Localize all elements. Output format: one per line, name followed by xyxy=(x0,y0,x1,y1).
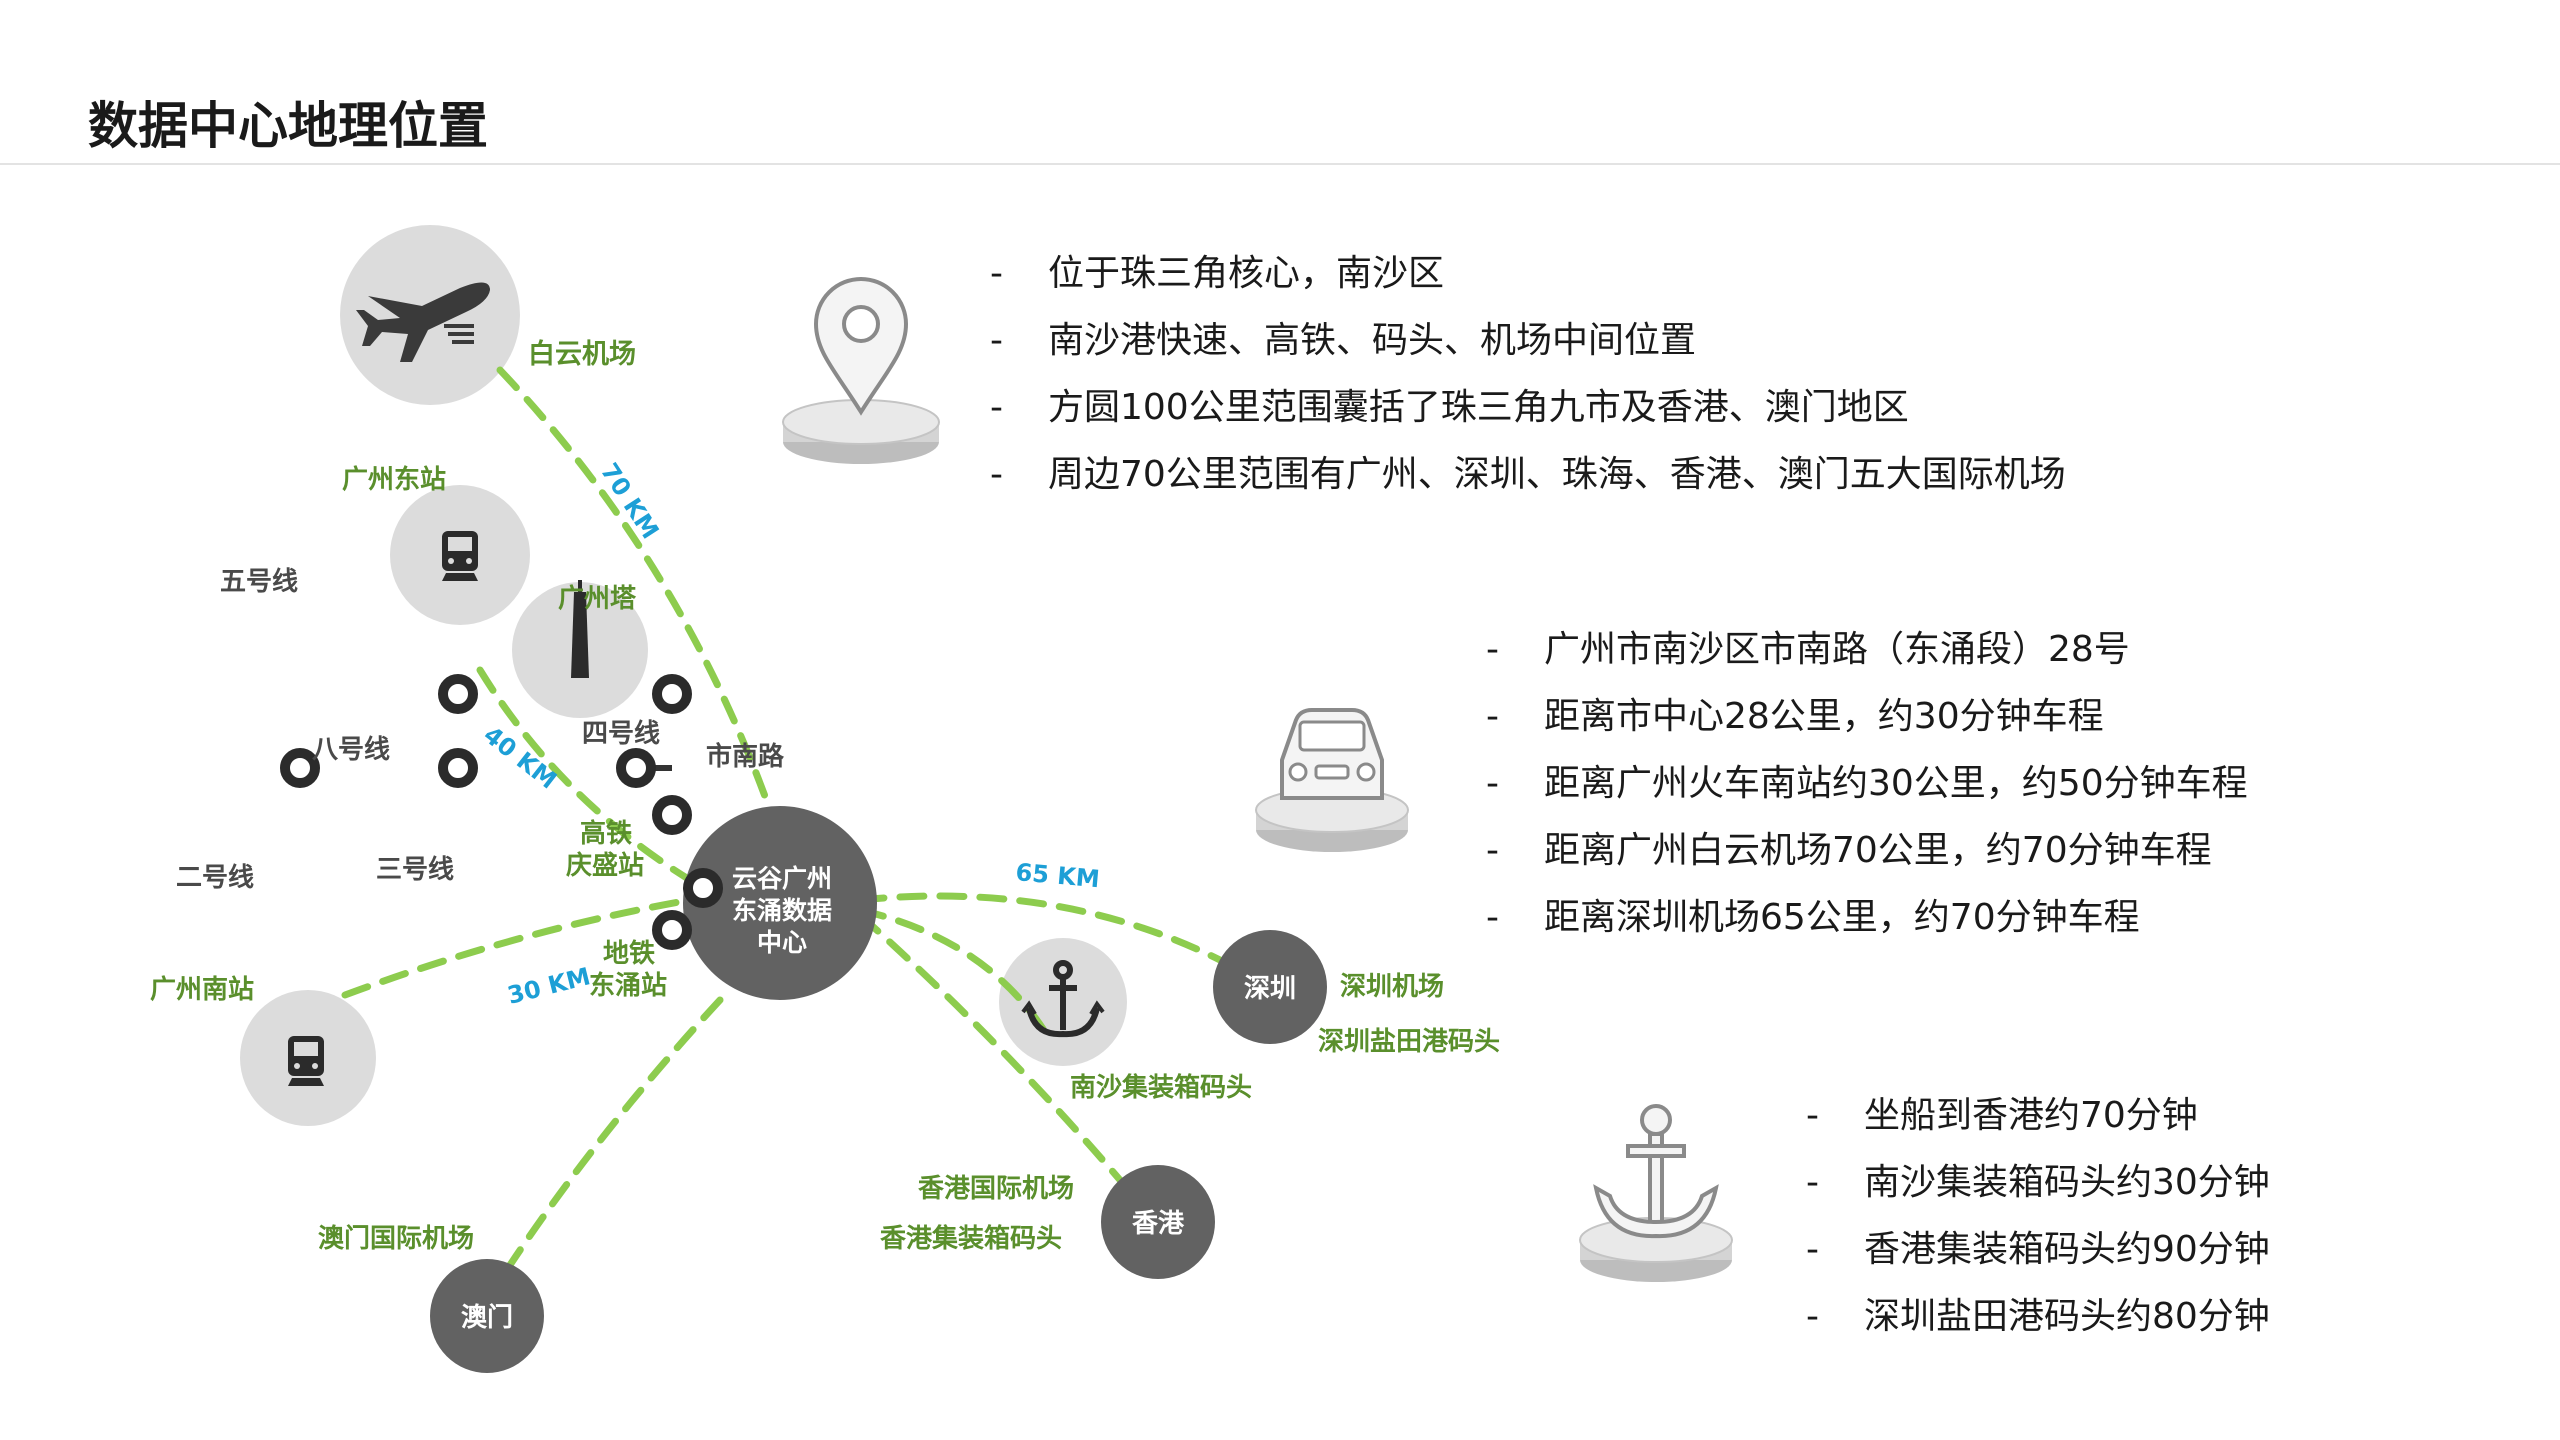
hsr-station-label: 庆盛站 xyxy=(566,850,644,881)
route-macau xyxy=(506,996,724,1269)
list-item: -周边70公里范围有广州、深圳、珠海、香港、澳门五大国际机场 xyxy=(990,454,2066,495)
center-label: 东涌数据 xyxy=(732,896,832,925)
station-node xyxy=(438,674,478,714)
route-hongkong xyxy=(856,911,1124,1184)
list-item: -距离广州火车南站约30公里，约50分钟车程 xyxy=(1486,763,2248,804)
hk-port-label: 香港集装箱码头 xyxy=(880,1223,1062,1254)
line-4-label: 四号线 xyxy=(582,719,660,749)
line-5-label: 五号线 xyxy=(220,567,298,597)
distance-40km: 40 KM xyxy=(478,721,562,795)
canton-tower-label: 广州塔 xyxy=(558,584,637,614)
list-item: -距离深圳机场65公里，约70分钟车程 xyxy=(1486,897,2140,938)
station-node xyxy=(652,674,692,714)
station-node xyxy=(616,748,656,788)
location-bullets: -位于珠三角核心，南沙区 -南沙港快速、高铁、码头、机场中间位置 -方圆100公… xyxy=(990,240,2066,508)
list-item: -距离广州白云机场70公里，约70分钟车程 xyxy=(1486,830,2212,871)
shenzhen-airport-label: 深圳机场 xyxy=(1340,972,1444,1002)
guangzhou-south-label: 广州南站 xyxy=(150,975,254,1005)
port-bullets: -坐船到香港约70分钟 -南沙集装箱码头约30分钟 -香港集装箱码头约90分钟 … xyxy=(1806,1082,2270,1350)
list-item: -香港集装箱码头约90分钟 xyxy=(1806,1229,2270,1270)
list-item: -广州市南沙区市南路（东涌段）28号 xyxy=(1486,629,2130,670)
station-node xyxy=(438,748,478,788)
route-airport xyxy=(496,366,774,814)
route-shenzhen xyxy=(856,892,1224,964)
datacenter-circle xyxy=(683,806,877,1000)
airplane-icon xyxy=(356,282,490,362)
station-node xyxy=(652,795,692,835)
tower-icon xyxy=(571,580,589,678)
shenzhen-label: 深圳 xyxy=(1244,974,1296,1004)
car-icon xyxy=(1255,708,1409,852)
line-2-label: 二号线 xyxy=(176,863,254,893)
route-gz-south xyxy=(341,896,694,999)
metro-station-label: 东涌站 xyxy=(589,970,667,1001)
metro-station-label: 地铁 xyxy=(603,938,655,969)
page-title: 数据中心地理位置 xyxy=(88,97,488,155)
guangzhou-east-label: 广州东站 xyxy=(342,464,446,495)
list-item: -距离市中心28公里，约30分钟车程 xyxy=(1486,696,2104,737)
macau-airport-label: 澳门国际机场 xyxy=(318,1224,474,1254)
anchor-icon xyxy=(1021,960,1105,1038)
list-item: -南沙集装箱码头约30分钟 xyxy=(1806,1162,2270,1203)
anchor-icon xyxy=(1579,1104,1733,1282)
hsr-station-node xyxy=(683,868,723,908)
train-icon xyxy=(442,531,478,581)
title-divider xyxy=(0,163,2560,165)
hongkong-circle xyxy=(1101,1165,1215,1279)
line-3-label: 三号线 xyxy=(376,855,454,885)
line-8-label: 八号线 xyxy=(312,735,390,765)
transport-bullets: -广州市南沙区市南路（东涌段）28号 -距离市中心28公里，约30分钟车程 -距… xyxy=(1486,616,2248,951)
shinan-road-label: 市南路 xyxy=(706,741,785,772)
nansha-port-label: 南沙集装箱码头 xyxy=(1070,1072,1252,1103)
distance-30km: 30 KM xyxy=(505,962,594,1010)
hongkong-label: 香港 xyxy=(1132,1209,1185,1239)
list-item: -坐船到香港约70分钟 xyxy=(1806,1095,2198,1136)
list-item: -方圆100公里范围囊括了珠三角九市及香港、澳门地区 xyxy=(990,387,1909,428)
shenzhen-yantian-label: 深圳盐田港码头 xyxy=(1318,1027,1500,1057)
macau-label: 澳门 xyxy=(461,1303,513,1333)
distance-65km: 65 KM xyxy=(1014,858,1100,893)
station-node xyxy=(280,748,320,788)
center-label: 中心 xyxy=(757,928,807,957)
center-label: 云谷广州 xyxy=(732,864,832,893)
list-item: -南沙港快速、高铁、码头、机场中间位置 xyxy=(990,320,1697,361)
hk-airport-label: 香港国际机场 xyxy=(918,1174,1074,1204)
route-tower xyxy=(476,666,694,884)
list-item: -深圳盐田港码头约80分钟 xyxy=(1806,1296,2270,1337)
hsr-station-label: 高铁 xyxy=(580,818,632,849)
macau-circle xyxy=(430,1259,544,1373)
shenzhen-circle xyxy=(1213,930,1327,1044)
baiyun-airport-label: 白云机场 xyxy=(528,338,636,370)
map-pin-icon xyxy=(782,277,940,464)
metro-station-node xyxy=(652,910,692,950)
train-icon xyxy=(288,1036,324,1086)
list-item: -位于珠三角核心，南沙区 xyxy=(990,253,1445,294)
